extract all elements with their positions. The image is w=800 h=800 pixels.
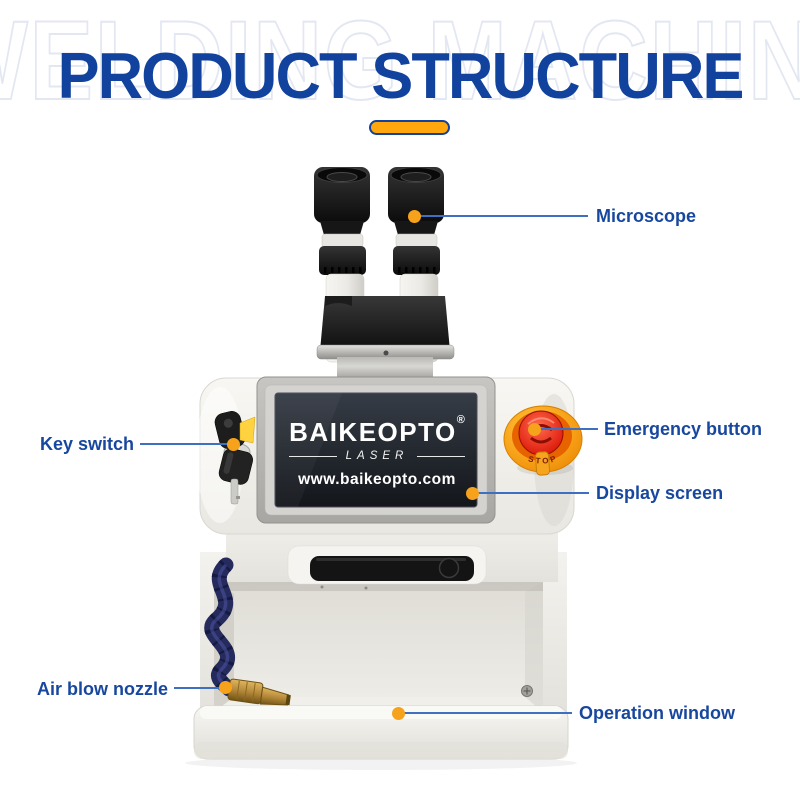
operation-window-label: Operation window	[579, 703, 735, 723]
key-tag	[239, 416, 256, 444]
emergency-button-callout-dot	[528, 423, 541, 436]
operation-window-callout-dot	[392, 707, 405, 720]
key-switch-leader-line	[140, 443, 229, 445]
operation-window-leader-line	[404, 712, 572, 714]
air-blow-nozzle-callout-dot	[219, 681, 232, 694]
microscope-mount	[337, 357, 433, 380]
base-tray	[193, 705, 569, 760]
emergency-button-leader-line	[540, 428, 598, 430]
laser-aperture-slot	[310, 556, 474, 581]
brand-text: BAIKEOPTO®	[289, 414, 465, 447]
display-screen-content: BAIKEOPTO® LASER www.baikeopto.com	[276, 393, 478, 507]
air-blow-nozzle-assembly	[204, 557, 291, 706]
key-switch-label: Key switch	[39, 434, 134, 454]
page-title: PRODUCT STRUCTURE	[57, 39, 744, 112]
website-text: www.baikeopto.com	[298, 470, 456, 488]
microscope-yoke	[320, 296, 450, 351]
microscope-callout-dot	[408, 210, 421, 223]
background-watermark: WELDING MACHINE	[0, 0, 800, 124]
air-blow-nozzle-leader-line	[174, 687, 221, 689]
microscope-leader-line	[419, 215, 588, 217]
screw	[521, 685, 533, 697]
brass-nozzle	[227, 678, 291, 706]
emergency-button: STOP	[503, 405, 583, 476]
microscope-label: Microscope	[596, 206, 697, 226]
display-screen	[256, 376, 496, 524]
title-accent-bar	[369, 120, 450, 135]
stop-text: STOP	[527, 453, 557, 465]
display-screen-label: Display screen	[596, 483, 724, 503]
display-screen-callout-dot	[466, 487, 479, 500]
display-screen-leader-line	[478, 492, 589, 494]
key-switch-callout-dot	[227, 438, 240, 451]
air-blow-nozzle-label: Air blow nozzle	[36, 679, 168, 699]
microscope-assembly	[313, 166, 455, 380]
svg-text:STOP: STOP	[527, 453, 559, 465]
brand-subline: LASER	[289, 450, 465, 463]
emergency-button-label: Emergency button	[604, 419, 763, 439]
